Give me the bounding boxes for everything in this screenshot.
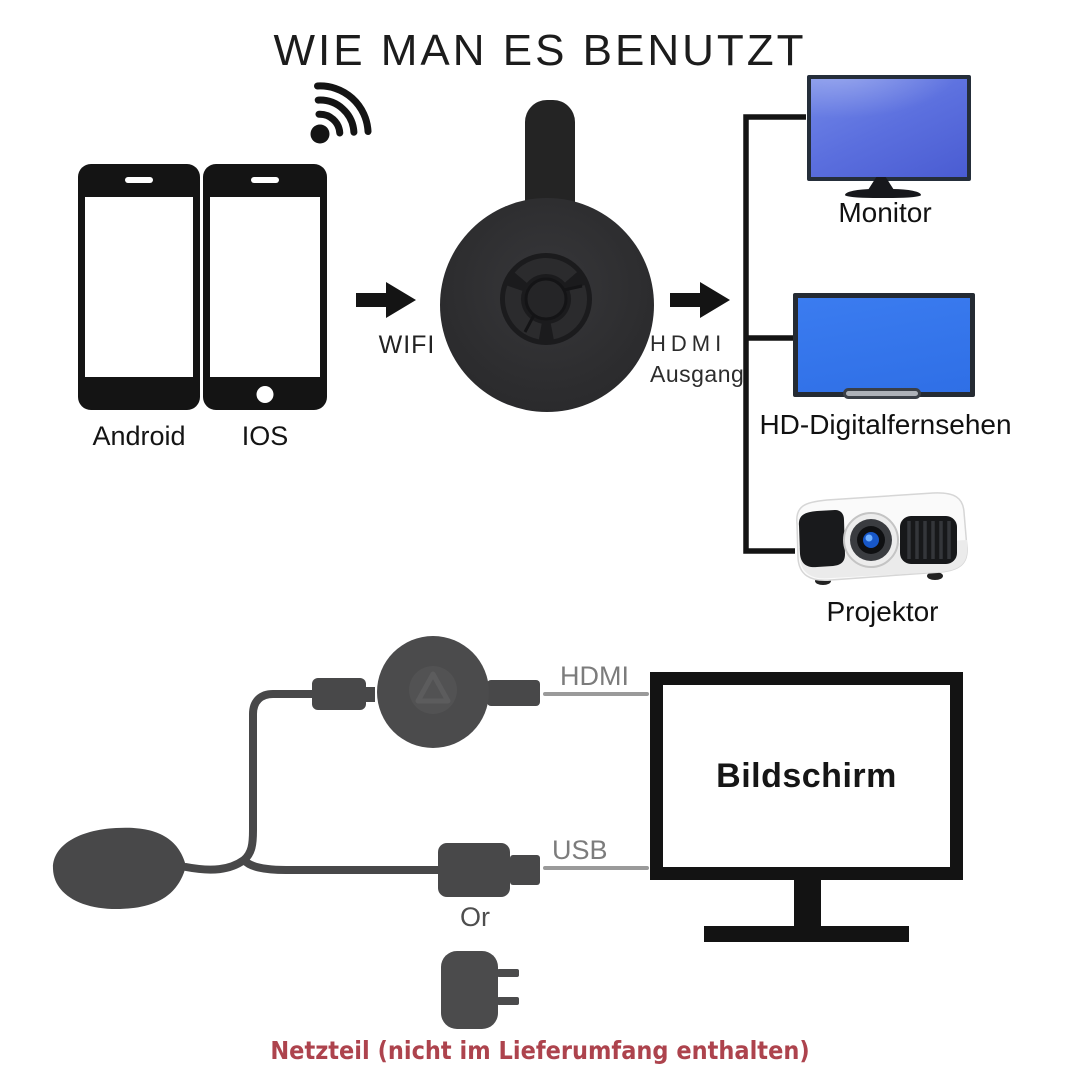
logo-triangle — [415, 671, 451, 704]
power-adapter-illustration — [441, 951, 498, 1029]
hdmi-cable-label: HDMI — [560, 661, 629, 691]
chrome-logo-icon — [505, 258, 587, 340]
projector-foot — [927, 572, 943, 580]
hdmi-output-line2: Ausgang — [650, 361, 745, 387]
projector-illustration — [796, 492, 968, 585]
usb-cable-label: USB — [552, 835, 608, 865]
tv-illustration — [793, 293, 975, 397]
display-stand-base — [704, 926, 909, 942]
page-title: WIE MAN ES BENUTZT — [273, 26, 807, 75]
wifi-label: WIFI — [378, 331, 436, 359]
monitor-stand-base — [845, 189, 921, 198]
projector-right-grille — [900, 516, 957, 564]
wifi-signal-icon — [310, 82, 372, 144]
ios-phone-screen — [210, 197, 320, 377]
arrow-right-wifi-icon — [356, 282, 416, 318]
wifi-display-dongle-illustration — [440, 100, 654, 412]
display-stand-neck — [794, 880, 821, 927]
monitor-label: Monitor — [838, 197, 932, 228]
projector-lens — [843, 512, 899, 568]
ios-phone-speaker — [251, 177, 279, 183]
monitor-illustration — [807, 75, 971, 181]
projector-label: Projektor — [826, 596, 939, 627]
adapter-prong — [497, 997, 519, 1005]
ios-phone-illustration — [203, 164, 327, 410]
hdmi-connection-line — [543, 692, 649, 696]
display-screen-illustration: Bildschirm — [650, 672, 963, 880]
dongle-bottom-illustration — [377, 636, 540, 748]
wifi-antenna-illustration — [52, 827, 186, 910]
arrow-right-hdmi-icon — [670, 282, 730, 318]
power-supply-note: Netzteil (nicht im Lieferumfang enthalte… — [270, 1036, 810, 1065]
hdmi-output-label: HDMI Ausgang — [650, 331, 780, 388]
display-screen-label: Bildschirm — [716, 756, 897, 795]
hdmi-output-line1: HDMI — [650, 331, 727, 356]
adapter-prong — [497, 969, 519, 977]
usb-connection-line — [543, 866, 649, 870]
android-phone-speaker — [125, 177, 153, 183]
tv-label: HD-Digitalfernsehen — [759, 409, 1012, 440]
hdmi-plug — [487, 680, 540, 706]
split-cable — [182, 690, 448, 874]
android-phone-screen — [85, 197, 193, 377]
micro-usb-connector — [312, 678, 375, 710]
or-label: Or — [460, 902, 490, 932]
usb-connector — [438, 843, 540, 897]
monitor-stand-neck — [868, 177, 894, 190]
ios-home-button — [256, 386, 274, 403]
wifi-dot — [310, 124, 330, 144]
tv-stand — [843, 388, 921, 399]
dongle-cable-assembly — [52, 636, 540, 910]
ios-label: IOS — [241, 421, 289, 451]
android-phone-illustration — [78, 164, 200, 410]
android-label: Android — [92, 421, 186, 451]
output-branch-connector — [743, 114, 806, 554]
projector-left-grille — [798, 510, 845, 568]
